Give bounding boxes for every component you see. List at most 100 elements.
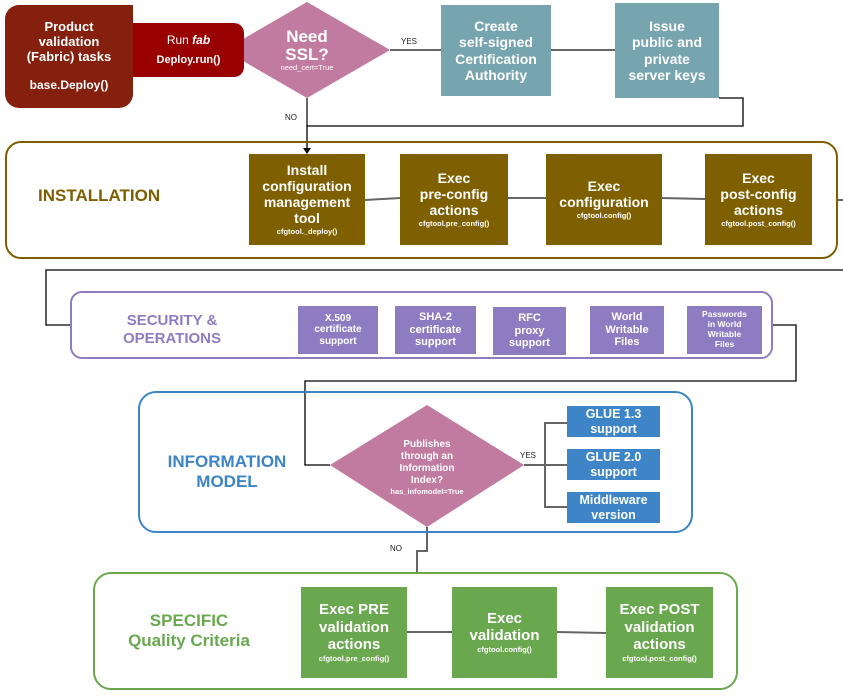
ssl-decision-text: Need SSL? need_cert=True xyxy=(250,25,364,75)
step-text: post-config xyxy=(720,186,797,203)
step-text: tool xyxy=(294,210,320,227)
item-text: GLUE 1.3 xyxy=(585,407,642,422)
issue-keys-box: Issue public and private server keys xyxy=(615,3,719,98)
step-text: Exec xyxy=(437,170,471,187)
item-text: X.509 xyxy=(324,312,352,324)
step-text: validation xyxy=(624,618,695,636)
item-text: GLUE 2.0 xyxy=(585,450,642,465)
no-label: NO xyxy=(390,544,402,553)
decision-title: SSL? xyxy=(285,44,329,64)
step-text: actions xyxy=(633,635,686,653)
item-text: support xyxy=(415,336,456,349)
item-text: version xyxy=(591,507,636,522)
item-text: Files xyxy=(714,338,735,349)
glue20-box: GLUE 2.0 support xyxy=(567,449,660,480)
step-code: cfgtool.pre_config() xyxy=(318,654,390,664)
label-line: OPERATIONS xyxy=(122,330,222,347)
create-ca-box: Create self-signed Certification Authori… xyxy=(441,5,551,96)
step-text: Authority xyxy=(464,66,528,83)
item-text: RFC xyxy=(518,312,541,325)
x509-box: X.509 certificate support xyxy=(298,306,378,354)
item-text: certificate xyxy=(314,324,362,336)
passwords-box: Passwords in World Writable Files xyxy=(687,306,762,354)
start-box: Product validation (Fabric) tasks base.D… xyxy=(5,5,133,108)
step-code: cfgtool.post_config() xyxy=(622,654,697,664)
security-label: SECURITY & OPERATIONS xyxy=(110,312,234,348)
item-text: support xyxy=(590,421,637,436)
step-text: Exec xyxy=(587,178,621,195)
post-validation-box: Exec POST validation actions cfgtool.pos… xyxy=(606,587,713,678)
step-text: private xyxy=(644,50,690,67)
step-text: Exec POST xyxy=(619,601,700,619)
information-label: INFORMATION MODEL xyxy=(155,452,299,493)
step-text: server keys xyxy=(628,66,706,83)
item-text: support xyxy=(590,464,637,479)
start-title: (Fabric) tasks xyxy=(26,49,112,65)
decision-title: Publishes xyxy=(403,438,451,450)
step-text: pre-config xyxy=(419,186,489,203)
ssl-decision-diamond xyxy=(224,2,390,98)
run-tool: fab xyxy=(192,32,211,47)
connector xyxy=(364,197,401,201)
specific-label: SPECIFIC Quality Criteria xyxy=(110,611,268,652)
step-text: configuration xyxy=(559,194,649,211)
step-text: actions xyxy=(429,202,479,219)
item-text: support xyxy=(319,335,357,347)
step-text: management xyxy=(263,194,351,211)
start-code: base.Deploy() xyxy=(29,78,109,92)
step-code: cfgtool.config() xyxy=(477,645,532,655)
item-text: Passwords xyxy=(702,309,747,320)
decision-title: through an xyxy=(400,450,454,462)
step-code: cfgtool._deploy() xyxy=(276,227,338,237)
step-text: Exec xyxy=(742,170,775,187)
start-title: validation xyxy=(38,34,100,50)
item-text: in World xyxy=(707,319,742,330)
glue13-box: GLUE 1.3 support xyxy=(567,406,660,437)
pre-validation-box: Exec PRE validation actions cfgtool.pre_… xyxy=(301,587,407,678)
decision-code: has_infomodel=True xyxy=(390,486,464,496)
information-group xyxy=(138,391,693,533)
step-text: public and xyxy=(632,34,702,51)
step-text: Create xyxy=(474,18,518,35)
connector xyxy=(45,269,843,326)
label-line: INFORMATION xyxy=(167,452,287,471)
start-title: Product xyxy=(44,19,94,35)
item-text: certificate xyxy=(409,323,462,336)
item-text: Files xyxy=(614,336,640,349)
step-text: configuration xyxy=(262,178,352,195)
connector xyxy=(661,197,706,200)
item-text: SHA-2 xyxy=(418,311,452,324)
step-text: Certification xyxy=(455,50,537,67)
run-code: Deploy.run() xyxy=(156,53,221,66)
step-text: Exec PRE xyxy=(318,601,390,619)
connector xyxy=(304,324,797,466)
connector xyxy=(416,527,428,572)
item-text: support xyxy=(509,337,550,350)
item-text: Writable xyxy=(605,323,649,336)
step-text: validation xyxy=(318,618,389,636)
post-config-box: Exec post-config actions cfgtool.post_co… xyxy=(705,154,812,245)
rfc-proxy-box: RFC proxy support xyxy=(493,307,566,355)
installation-label: INSTALLATION xyxy=(38,186,161,205)
item-text: Middleware xyxy=(579,493,648,508)
item-text: World xyxy=(611,311,643,324)
middleware-version-box: Middleware version xyxy=(567,492,660,523)
label-line: MODEL xyxy=(196,472,258,492)
configuration-box: Exec configuration cfgtool.config() xyxy=(546,154,662,245)
no-label: NO xyxy=(285,113,297,122)
sha2-box: SHA-2 certificate support xyxy=(395,306,476,354)
step-text: Exec xyxy=(486,609,523,627)
label-line: SPECIFIC xyxy=(149,611,229,630)
security-group xyxy=(70,291,773,359)
step-code: cfgtool.config() xyxy=(576,211,632,221)
item-text: Writable xyxy=(707,329,742,339)
info-decision-text: Publishes through an Information Index? … xyxy=(372,435,482,499)
step-code: cfgtool.pre_config() xyxy=(418,219,490,229)
info-decision-diamond xyxy=(330,405,524,527)
pre-config-box: Exec pre-config actions cfgtool.pre_conf… xyxy=(400,154,508,245)
label-line: SECURITY & xyxy=(126,312,218,329)
step-text: validation xyxy=(469,627,540,645)
label-line: Quality Criteria xyxy=(128,631,250,651)
